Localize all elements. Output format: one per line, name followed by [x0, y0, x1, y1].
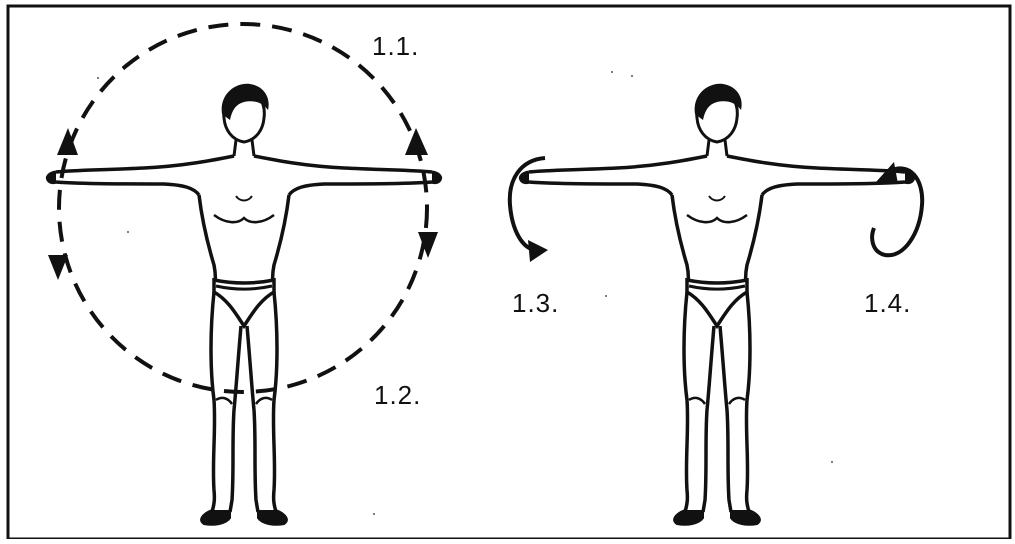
arrow-icon — [528, 240, 548, 262]
figure-right — [520, 84, 913, 525]
arrow-icon — [48, 128, 438, 280]
small-circle-right — [872, 162, 922, 255]
label-1-2: 1.2. — [374, 380, 421, 411]
arrow-icon — [876, 162, 898, 184]
label-1-4: 1.4. — [864, 288, 911, 319]
large-circle-path — [59, 24, 427, 392]
label-1-1: 1.1. — [372, 31, 419, 62]
figure-left — [47, 84, 440, 525]
label-1-3: 1.3. — [512, 288, 559, 319]
frame-border — [8, 6, 1010, 539]
